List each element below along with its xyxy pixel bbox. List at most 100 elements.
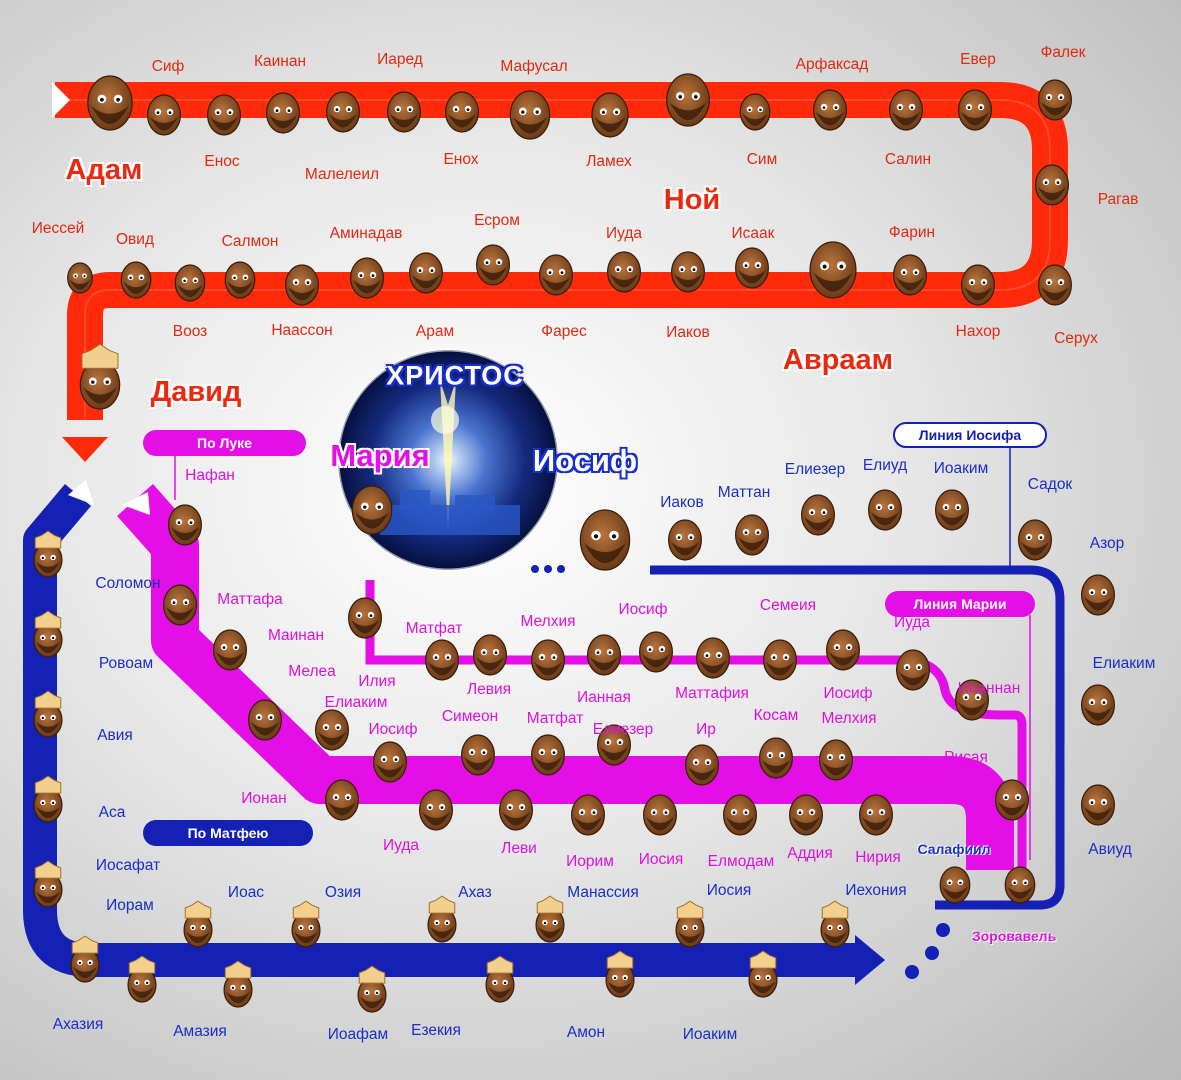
portrait-pupil [335, 108, 339, 111]
portrait-beard [699, 660, 727, 674]
portrait-pupil [482, 651, 486, 654]
portrait-beard [294, 931, 318, 944]
portrait-red-2 [207, 94, 242, 136]
portrait-beard [251, 722, 279, 736]
portrait-pupil [917, 666, 921, 669]
portrait-luke-13 [642, 794, 677, 836]
portrait-maria [351, 485, 393, 535]
luke-line-name: Иуда [382, 837, 420, 854]
portrait-beard [177, 284, 203, 297]
crown-icon [536, 895, 564, 914]
portrait-pupil [51, 716, 55, 720]
portrait-beard [742, 113, 768, 126]
portrait-beard [726, 817, 754, 831]
portrait-pupil [172, 601, 176, 604]
portrait-iosif [579, 509, 631, 571]
matthew-line-name: Салафиил [917, 841, 991, 857]
portrait-beard [674, 274, 702, 288]
portrait-pupil [944, 506, 948, 509]
portrait-matthew-19 [1004, 866, 1036, 904]
portrait-pupil [692, 268, 696, 271]
portrait-pupil [346, 796, 350, 799]
matthew-pill: По Матфею [143, 820, 313, 846]
portrait-pupil [466, 108, 470, 111]
portrait-beard [428, 662, 456, 676]
portrait-luke-14 [684, 744, 719, 786]
portrait-matthew-13 [535, 895, 565, 943]
portrait-pupil [756, 976, 760, 980]
portrait-red-11 [812, 89, 847, 131]
portrait-pupil [1047, 96, 1051, 99]
portrait-pupil [51, 556, 55, 560]
portrait-pupil [485, 261, 489, 264]
portrait-matthew-20 [1080, 784, 1115, 826]
portrait-pupil [156, 111, 160, 114]
portrait-pupil [1024, 881, 1027, 885]
portrait-pupil [446, 656, 450, 659]
luke-line-name: Мелеа [288, 663, 336, 680]
portrait-matthew-27 [734, 514, 769, 556]
portrait-pupil [744, 531, 748, 534]
portrait-pupil [231, 986, 235, 990]
portrait-beard [1084, 707, 1112, 721]
portrait-pupil [982, 281, 986, 284]
luke-line-name: Симеон [441, 708, 499, 725]
luke-line-name: Матфат [405, 620, 463, 637]
portrait-pupil [183, 279, 186, 283]
portrait-red-6 [445, 91, 480, 133]
portrait-pupil [1102, 801, 1106, 804]
portrait-luke-22 [895, 649, 930, 691]
portrait-matthew-6 [127, 955, 157, 1003]
portrait-pupil [41, 636, 45, 640]
luke-line-name: Левия [466, 681, 512, 698]
portrait-beard [896, 277, 924, 291]
portrait-beard [829, 652, 857, 666]
portrait-pupil [834, 106, 838, 109]
portrait-pupil [835, 646, 839, 649]
red-line-name: Ламех [586, 153, 632, 170]
portrait-beard [762, 760, 790, 774]
portrait-pupil [889, 506, 893, 509]
portrait-pupil [375, 991, 379, 995]
portrait-beard [899, 672, 927, 686]
portrait-pupil [756, 264, 760, 267]
portrait-pupil [880, 811, 884, 814]
red-line-name: Вооз [172, 323, 208, 340]
red-line-name: Каинан [253, 53, 307, 70]
portrait-beard [83, 387, 117, 404]
portrait-luke-15 [722, 794, 757, 836]
portrait-pupil [1044, 181, 1048, 185]
crown-icon [224, 960, 252, 979]
portrait-pupil [357, 614, 361, 617]
crown-icon [676, 900, 704, 919]
portrait-luke-3 [248, 699, 283, 741]
portrait-pupil [948, 881, 951, 885]
crown-icon [486, 955, 514, 974]
crown-icon [34, 610, 62, 629]
portrait-beard [942, 886, 968, 899]
portrait-beard [476, 657, 504, 671]
portrait-pupil [194, 279, 197, 283]
luke-line-name: Ианная [577, 689, 631, 706]
portrait-luke-23 [825, 629, 860, 671]
portrait-pupil [41, 886, 45, 890]
luke-line-name: Елиаким [324, 694, 388, 711]
portrait-pupil [371, 274, 375, 277]
portrait-luke-17 [788, 794, 823, 836]
portrait-red-24 [476, 244, 511, 286]
portrait-red-23 [538, 254, 573, 296]
joseph-line-pill: Линия Иосифа [893, 422, 1047, 448]
luke-line-name: Аддия [787, 845, 833, 862]
red-line-name: Наассон [271, 322, 333, 339]
portrait-pupil [660, 648, 664, 651]
portrait-pupil [105, 380, 109, 384]
portrait-beard [355, 512, 389, 529]
portrait-pupil [593, 534, 599, 539]
portrait-pupil [766, 976, 770, 980]
portrait-pupil [898, 106, 902, 109]
portrait-beard [351, 620, 379, 634]
crown-icon [821, 900, 849, 919]
luke-line-name: Нафан [185, 467, 235, 484]
portrait-pupil [51, 636, 55, 640]
portrait-luke-9 [499, 789, 534, 831]
